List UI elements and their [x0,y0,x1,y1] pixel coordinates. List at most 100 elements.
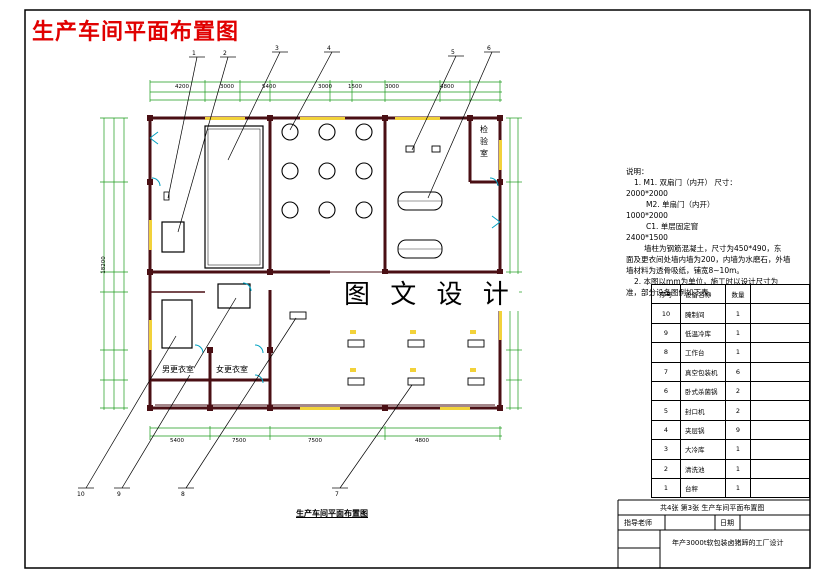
table-cell: 2 [725,380,751,402]
packer [467,377,485,386]
sheet-border [24,9,811,569]
notes-line: 2400*1500 [626,233,668,242]
table-cell: 9 [725,419,751,441]
column [147,405,153,411]
column [147,115,153,121]
design-notes: 说明： 1. M1. 双扇门（内开） 尺寸： 2000*2000 M2. 单扇门… [626,166,818,298]
table-cell: 10 [651,303,681,324]
dimension-label: 7500 [232,438,246,444]
windows [149,117,502,410]
callout-leader [121,297,237,489]
callout-number: 10 [77,491,85,498]
callout-leader [289,51,333,131]
table-header-row: 序号 设备名称 数量 [651,283,810,305]
table-cell: 6 [725,361,751,382]
table-cell: 腌制间 [680,303,726,324]
callout-leader [339,384,413,489]
header-cell: 序号 [651,283,681,305]
column [497,115,503,121]
dimension-label: 4200 [175,84,189,90]
column [147,269,153,275]
callout-number: 4 [327,45,331,52]
callout-number: 6 [487,45,491,52]
title-block [617,499,810,568]
table-cell: 4 [651,419,681,441]
table-cell: 1 [651,477,681,499]
dimension-label: 5400 [170,438,184,444]
dimension-label: 3000 [220,84,234,90]
table-cell: 1 [725,322,751,344]
watermark-text: 图 文 设 计 [340,274,519,311]
notes-line: C1. 单层固定窗 [646,222,699,231]
window [499,300,502,340]
column [382,115,388,121]
title-block-project: 年产3000t软包装卤猪蹄的工厂设计 [672,539,784,547]
table-cell: 6 [651,380,681,402]
dimension-label: 7500 [308,438,322,444]
callout-number: 9 [117,491,121,498]
table-cell: 清洗池 [680,458,726,479]
sealing-machines [405,145,441,153]
column [267,347,273,353]
table-cell: 3 [651,439,681,460]
window [300,117,345,120]
table-cell: 1 [725,342,751,363]
column [207,347,213,353]
columns [147,115,503,411]
dimension-label: 4800 [415,438,429,444]
table-cell: 夹层锅 [680,419,726,441]
column [497,269,503,275]
callout-leader [177,56,229,233]
cold-storage [204,125,264,269]
table-cell: 真空包装机 [680,361,726,382]
table-cell: 8 [651,342,681,363]
table-cell: 1 [725,458,751,479]
window [149,220,152,250]
kettle [281,123,299,141]
kettle [355,123,373,141]
table-cell: 7 [651,361,681,382]
table-cell: 9 [651,322,681,344]
table-cell: 低温冷库 [680,322,726,344]
notes-line: 墙材料为透骨吸纸，铺宽8~10m。 [626,266,744,275]
callout-number: 7 [335,491,339,498]
column [267,115,273,121]
page-title: 生产车间平面布置图 [32,19,240,45]
kettle [355,201,373,219]
dimension-label: 4800 [440,84,454,90]
walls [148,116,502,410]
kettle [355,162,373,180]
notes-line: M2. 单扇门（内开） [646,200,715,209]
dimension-label: 18200 [100,256,107,274]
callout-number: 2 [223,50,227,57]
notes-line: 2. 本图以mm为单位，施工时以设计尺寸为 [634,277,779,286]
table-cell: 工作台 [680,342,726,363]
table-cell: 1 [725,439,751,460]
table-cell: 卧式杀菌锅 [680,380,726,402]
dimension-label: 5400 [262,84,276,90]
column [267,405,273,411]
curing-room [161,299,193,349]
column [467,115,473,121]
packer [407,377,425,386]
table-cell: 2 [651,458,681,479]
table-cell: 1 [725,477,751,499]
column [497,179,503,185]
dimension-label: 3000 [318,84,332,90]
callout-number: 1 [192,50,196,57]
low-temp-cooler [217,283,251,309]
window [300,407,340,410]
callout-number: 8 [181,491,185,498]
jacketed-kettles [281,123,373,219]
table-cell: 2 [725,400,751,421]
kettle [318,162,336,180]
table-cell: 5 [651,400,681,421]
header-cell: 数量 [725,283,751,305]
window [205,117,245,120]
window [395,117,440,120]
